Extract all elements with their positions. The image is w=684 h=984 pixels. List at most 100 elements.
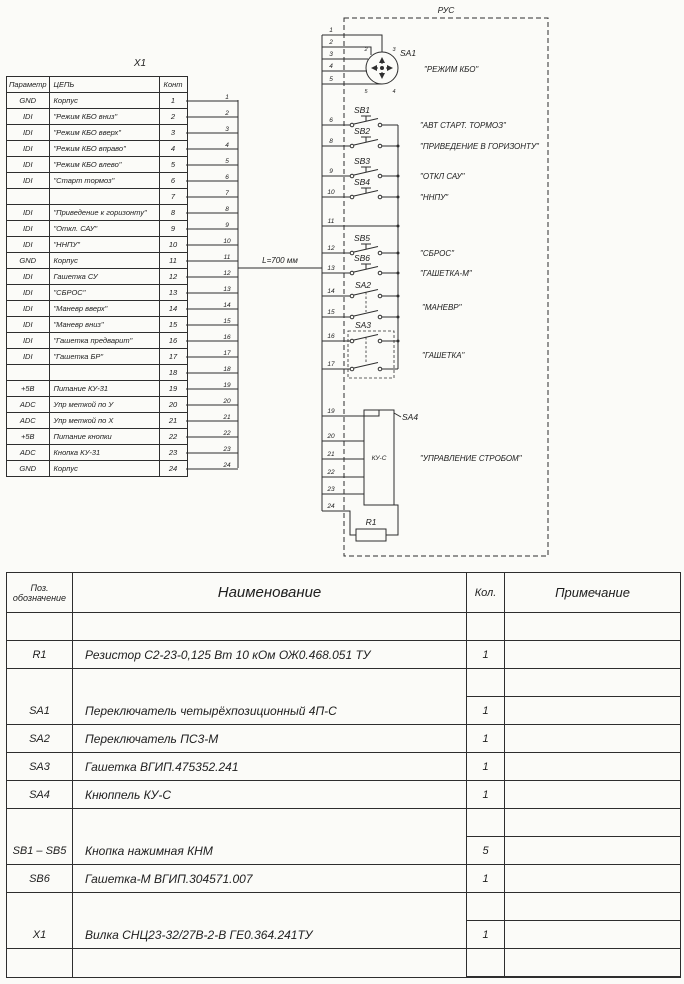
parts-cell-name: Кнопка нажимная КНМ bbox=[73, 837, 467, 865]
contact-blade bbox=[353, 139, 379, 146]
parts-cell-note bbox=[505, 921, 680, 949]
connector-pin-number: 9 bbox=[225, 222, 229, 229]
connector-cell-param: ADC bbox=[7, 397, 50, 413]
rus-pin-number: 22 bbox=[326, 469, 335, 476]
connector-pin-number: 19 bbox=[223, 382, 231, 389]
sa1-contact-number: 2 bbox=[363, 47, 367, 53]
connector-pin-number: 5 bbox=[225, 158, 229, 165]
contact-terminal bbox=[377, 293, 383, 299]
parts-cell-pos bbox=[7, 949, 73, 977]
parts-cell-pos bbox=[7, 613, 73, 641]
parts-cell-note bbox=[505, 725, 680, 753]
rus-pin-number: 12 bbox=[327, 245, 335, 252]
parts-cell-name: Гашетка ВГИП.475352.241 bbox=[73, 753, 467, 781]
connector-cell-param: IDI bbox=[7, 205, 50, 221]
parts-cell-note bbox=[505, 949, 680, 977]
parts-cell-pos: SB1 – SB5 bbox=[7, 837, 73, 865]
contact-terminal bbox=[349, 366, 355, 372]
r1-ref: R1 bbox=[366, 517, 377, 527]
parts-cell-qty: 1 bbox=[467, 781, 505, 809]
button-ref: SB2 bbox=[354, 126, 370, 136]
parts-cell-name: Резистор С2-23-0,125 Вт 10 кОм ОЖ0.468.0… bbox=[73, 641, 467, 669]
contact-terminal bbox=[349, 293, 355, 299]
cable-length-label: L=700 мм bbox=[262, 256, 298, 265]
connector-cell-param: IDI bbox=[7, 157, 50, 173]
contact-terminal bbox=[377, 122, 383, 128]
button-actuator-icon bbox=[361, 166, 371, 172]
connector-cell-circuit: Корпус bbox=[49, 461, 160, 477]
connector-cell-circuit: "СБРОС" bbox=[49, 285, 160, 301]
connector-pin-number: 15 bbox=[223, 318, 231, 325]
button-ref: SB6 bbox=[354, 253, 370, 263]
parts-list-row bbox=[7, 669, 680, 697]
sa3-label: "ГАШЕТКА" bbox=[422, 351, 466, 360]
parts-cell-pos: SA4 bbox=[7, 781, 73, 809]
sa3-ref: SA3 bbox=[355, 320, 371, 330]
common-return-wire bbox=[322, 125, 400, 369]
connector-cell-circuit: "Маневр вниз" bbox=[49, 317, 160, 333]
button-label: "ПРИВЕДЕНИЕ В ГОРИЗОНТУ" bbox=[420, 142, 540, 151]
parts-cell-note bbox=[505, 697, 680, 725]
connector-cell-circuit: Питание КУ-31 bbox=[49, 381, 160, 397]
contact-blade bbox=[353, 362, 379, 369]
rus-pin-number: 1 bbox=[329, 27, 333, 34]
connector-title: X1 bbox=[133, 58, 147, 69]
connector-header-circuit: ЦЕПЬ bbox=[49, 77, 160, 93]
sa1-switch: 2 3 5 4 SA1 "РЕЖИМ КБО" bbox=[322, 34, 479, 95]
connector-cell-param: IDI bbox=[7, 237, 50, 253]
contact-terminal bbox=[349, 338, 355, 344]
contact-blade bbox=[353, 246, 379, 253]
connector-cell-param: IDI bbox=[7, 221, 50, 237]
connector-cell-param: IDI bbox=[7, 349, 50, 365]
connector-cell-param: GND bbox=[7, 461, 50, 477]
parts-cell-qty: 1 bbox=[467, 641, 505, 669]
parts-list-header-row: Поз. обозначение Наименование Кол. Приме… bbox=[7, 573, 680, 613]
connector-cell-param: +5В bbox=[7, 381, 50, 397]
contact-blade bbox=[353, 334, 379, 341]
parts-cell-name: Переключатель четырёхпозиционный 4П-С bbox=[73, 697, 467, 725]
parts-cell-qty: 1 bbox=[467, 697, 505, 725]
connector-pin-number: 7 bbox=[225, 190, 229, 197]
button-actuator-icon bbox=[361, 263, 371, 269]
parts-cell-name bbox=[73, 669, 467, 697]
connector-pin-number: 2 bbox=[224, 110, 229, 117]
connector-cell-circuit: "Режим КБО вверх" bbox=[49, 125, 160, 141]
connector-pin-number: 3 bbox=[225, 126, 229, 133]
connector-cell-circuit: "Режим КБО влево" bbox=[49, 157, 160, 173]
contact-terminal bbox=[377, 338, 383, 344]
rus-pin-number: 6 bbox=[329, 117, 333, 124]
rus-pin-number: 9 bbox=[329, 168, 333, 175]
contact-blade bbox=[353, 266, 379, 273]
connector-pin-number: 6 bbox=[225, 174, 229, 181]
connector-cell-circuit: Кнопка КУ-31 bbox=[49, 445, 160, 461]
rus-pin-number: 19 bbox=[327, 408, 335, 415]
button-ref: SB4 bbox=[354, 177, 370, 187]
connector-pin-number: 1 bbox=[225, 94, 229, 101]
parts-cell-pos bbox=[7, 809, 73, 837]
contact-terminal bbox=[377, 173, 383, 179]
rus-pin-number: 23 bbox=[326, 486, 335, 493]
contact-blade bbox=[353, 190, 379, 197]
connector-cell-circuit: Гашетка СУ bbox=[49, 269, 160, 285]
rus-pin-number: 11 bbox=[328, 218, 335, 225]
contact-terminal bbox=[349, 194, 355, 200]
parts-cell-note bbox=[505, 613, 680, 641]
contact-blade bbox=[353, 118, 379, 125]
parts-list-row bbox=[7, 809, 680, 837]
parts-cell-note bbox=[505, 837, 680, 865]
parts-cell-pos: R1 bbox=[7, 641, 73, 669]
sa1-label: "РЕЖИМ КБО" bbox=[424, 65, 479, 74]
sa1-contact-number: 5 bbox=[364, 89, 368, 95]
connector-cell-param: GND bbox=[7, 93, 50, 109]
sa4-leader-line bbox=[393, 412, 402, 418]
parts-cell-note bbox=[505, 893, 680, 921]
rus-pin-number: 8 bbox=[329, 138, 333, 145]
rus-panel-outline: РУС bbox=[343, 5, 549, 557]
parts-cell-qty bbox=[467, 949, 505, 977]
